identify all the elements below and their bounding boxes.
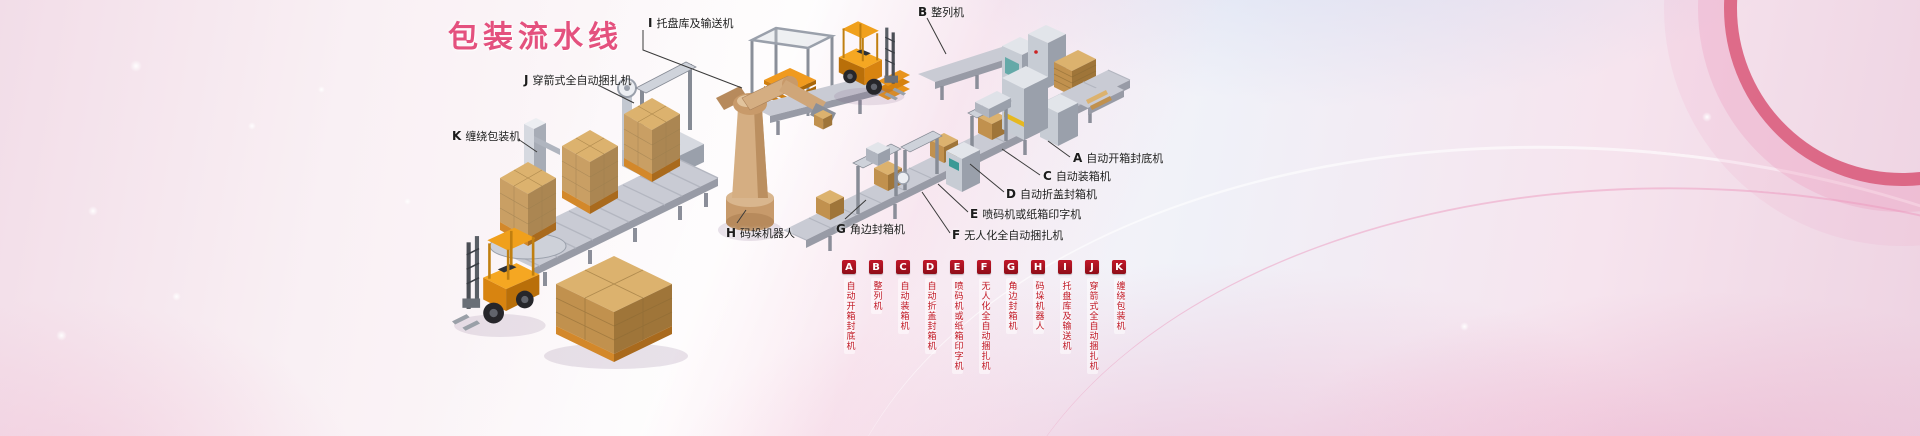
legend-key: G <box>1004 260 1018 274</box>
callout-name: 整列机 <box>931 6 965 19</box>
legend-name: 自动装箱机 <box>897 278 909 334</box>
legend-item-j: J 穿箭式全自动捆扎机 <box>1085 260 1099 374</box>
legend-name: 角边封箱机 <box>1005 278 1017 334</box>
sparkle <box>248 122 256 130</box>
callout-key: H <box>726 226 737 240</box>
sparkle <box>318 86 325 93</box>
callout-key: C <box>1043 169 1052 183</box>
legend-key: E <box>950 260 964 274</box>
legend-item-f: F 无人化全自动捆扎机 <box>977 260 991 374</box>
callout-key: F <box>952 228 961 242</box>
callout-name: 缠绕包装机 <box>465 130 521 143</box>
callout-j: J 穿箭式全自动捆扎机 <box>524 72 631 88</box>
legend-key: B <box>869 260 883 274</box>
legend-key: J <box>1085 260 1099 274</box>
case-packer-c <box>1002 66 1048 140</box>
printer-e <box>946 142 980 192</box>
legend-name: 缠绕包装机 <box>1113 278 1125 334</box>
legend-item-g: G 角边封箱机 <box>1004 260 1018 374</box>
callout-name: 自动折盖封箱机 <box>1019 188 1097 201</box>
callout-name: 托盘库及输送机 <box>656 17 734 30</box>
callout-key: J <box>524 73 529 87</box>
legend-item-e: E 喷码机或纸箱印字机 <box>950 260 964 374</box>
legend-name: 无人化全自动捆扎机 <box>978 278 990 374</box>
page-title: 包装流水线 <box>448 20 623 55</box>
strapper-f <box>896 130 943 190</box>
callout-f: F 无人化全自动捆扎机 <box>952 227 1063 243</box>
callout-h: H 码垛机器人 <box>726 225 795 241</box>
callout-name: 无人化全自动捆扎机 <box>964 229 1064 242</box>
legend-key: K <box>1112 260 1126 274</box>
callout-name: 自动装箱机 <box>1055 170 1111 183</box>
legend-item-i: I 托盘库及输送机 <box>1058 260 1072 374</box>
legend-item-a: A 自动开箱封底机 <box>842 260 856 374</box>
callout-key: B <box>918 5 928 19</box>
callout-name: 喷码机或纸箱印字机 <box>982 208 1082 221</box>
callout-c: C 自动装箱机 <box>1043 168 1111 184</box>
callout-d: D 自动折盖封箱机 <box>1006 186 1097 202</box>
callout-name: 穿箭式全自动捆扎机 <box>532 74 632 87</box>
leader-lines <box>517 17 1071 234</box>
legend-item-b: B 整列机 <box>869 260 883 374</box>
callout-key: E <box>970 207 979 221</box>
sparkle <box>56 330 67 341</box>
legend-name: 穿箭式全自动捆扎机 <box>1086 278 1098 374</box>
sparkle <box>1702 112 1712 122</box>
callout-e: E 喷码机或纸箱印字机 <box>970 206 1081 222</box>
floor-pallet-stack <box>544 256 688 369</box>
callout-key: I <box>648 16 653 30</box>
corner-sealer-g <box>852 142 902 214</box>
callout-a: A 自动开箱封底机 <box>1073 150 1163 166</box>
sparkle <box>1460 322 1469 331</box>
legend-key: A <box>842 260 856 274</box>
sparkle <box>88 206 98 216</box>
legend-key: I <box>1058 260 1072 274</box>
callout-key: D <box>1006 187 1016 201</box>
legend-key: D <box>923 260 937 274</box>
callout-i: I 托盘库及输送机 <box>648 15 733 31</box>
forklift-right <box>832 20 910 107</box>
callout-name: 自动开箱封底机 <box>1086 152 1164 165</box>
callout-name: 码垛机器人 <box>740 227 796 240</box>
legend-name: 码垛机器人 <box>1032 278 1044 334</box>
legend-item-d: D 自动折盖封箱机 <box>923 260 937 374</box>
callout-key: A <box>1073 151 1083 165</box>
palletizing-robot-h <box>716 75 836 241</box>
legend-key: H <box>1031 260 1045 274</box>
legend-key: C <box>896 260 910 274</box>
callout-b: B 整列机 <box>918 4 964 20</box>
legend-item-k: K 缠绕包装机 <box>1112 260 1126 374</box>
callout-k: K 缠绕包装机 <box>452 128 520 144</box>
legend: A 自动开箱封底机 B 整列机 C 自动装箱机 D 自动折盖封箱机 E 喷码机或… <box>842 260 1126 374</box>
legend-name: 喷码机或纸箱印字机 <box>951 278 963 374</box>
legend-name: 整列机 <box>870 278 882 314</box>
legend-name: 自动折盖封箱机 <box>924 278 936 354</box>
callout-g: G 角边封箱机 <box>836 221 905 237</box>
legend-item-c: C 自动装箱机 <box>896 260 910 374</box>
sparkle <box>404 198 411 205</box>
callout-key: K <box>452 129 462 143</box>
callout-key: G <box>836 222 846 236</box>
legend-key: F <box>977 260 991 274</box>
callout-name: 角边封箱机 <box>849 223 905 236</box>
sparkle <box>172 292 181 301</box>
legend-name: 托盘库及输送机 <box>1059 278 1071 354</box>
legend-name: 自动开箱封底机 <box>843 278 855 354</box>
sparkle <box>130 60 142 72</box>
legend-item-h: H 码垛机器人 <box>1031 260 1045 374</box>
